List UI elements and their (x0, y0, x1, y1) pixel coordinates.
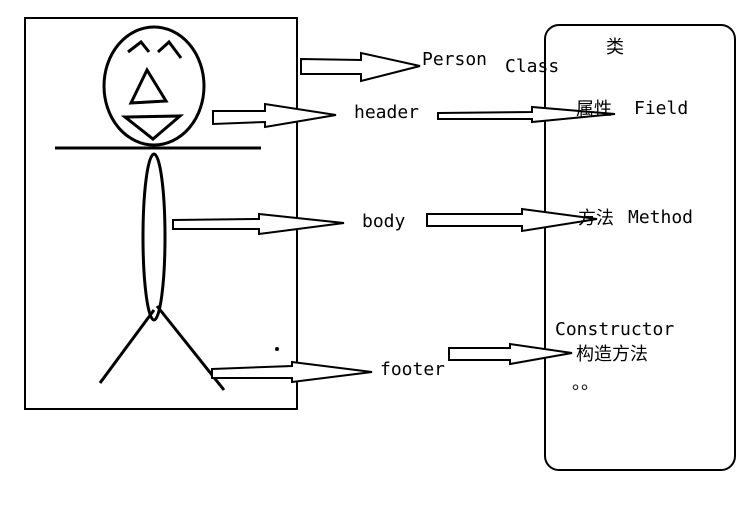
nose-triangle (128, 66, 169, 105)
arrow-person-to-class (300, 51, 421, 83)
class-frame (544, 24, 736, 471)
left-leg (98, 309, 156, 384)
constructor-cn-label: 构造方法 (576, 344, 648, 365)
class-label: Class (505, 56, 559, 77)
person-label: Person (422, 49, 487, 70)
method-cn-label: 方法 (578, 208, 614, 229)
constructor-label: Constructor (555, 319, 674, 340)
method-label: Method (628, 207, 693, 228)
field-cn-label: 属性 (576, 99, 612, 120)
header-label: header (354, 102, 419, 123)
body-label: body (362, 211, 406, 232)
right-eyebrow (156, 39, 183, 59)
arrow-body-to-method (426, 207, 598, 233)
head-circle (102, 25, 206, 147)
arrow-torso-to-body (172, 212, 345, 236)
mouth-triangle (120, 114, 185, 141)
arrow-footer-to-constructor (448, 342, 573, 366)
torso-ellipse (141, 152, 167, 322)
dot-mark (275, 347, 279, 351)
stick-figure (55, 25, 279, 391)
ellipsis-label: 。。 (572, 373, 599, 394)
field-label: Field (634, 98, 688, 119)
person-frame (24, 17, 298, 410)
arrow-legs-to-footer (211, 360, 373, 384)
footer-label: footer (380, 359, 445, 380)
left-eyebrow (127, 39, 151, 54)
class-cn-label: 类 (606, 37, 624, 58)
arrow-header-to-field (437, 105, 616, 124)
arrow-head-to-header (212, 102, 337, 129)
